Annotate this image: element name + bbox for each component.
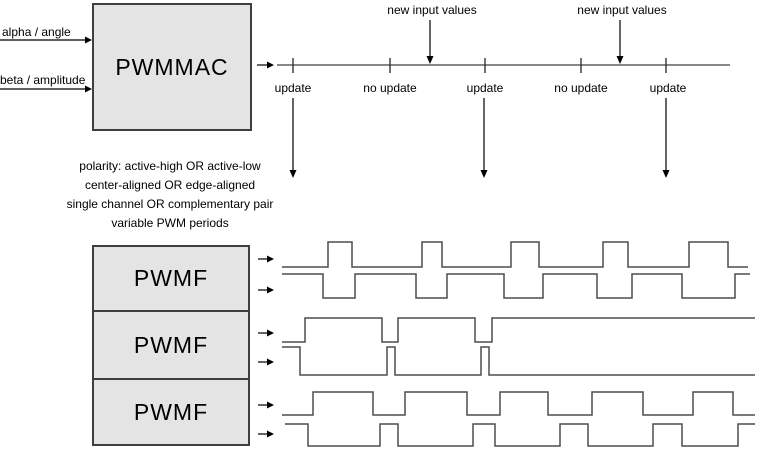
update-arrow-3-head-icon (662, 170, 670, 178)
input-label-alpha-angle: alpha / angle (2, 25, 71, 39)
pwmf2-out-arrow-a-head-icon (267, 329, 274, 337)
new-input-values-arrow-2-head-icon (616, 56, 624, 64)
pwmf-label-2: PWMF (133, 331, 209, 358)
pwmf3-out-arrow-a-head-icon (267, 401, 274, 409)
timeline-label-update-2: update (466, 81, 504, 95)
timeline-label-update-3: update (649, 81, 687, 95)
update-arrow-2-head-icon (480, 170, 488, 178)
pwmf2-waveform-a (282, 317, 755, 343)
pwmf-label-1: PWMF (133, 265, 209, 291)
pwmf-block-2: PWMF (92, 310, 250, 380)
pwmf-label-3: PWMF (133, 398, 209, 425)
timeline-label-update-1: update (274, 81, 312, 95)
pwmf1-waveform-b (282, 273, 750, 299)
pwmf3-out-arrow-b-head-icon (267, 430, 274, 438)
beta-input-arrow-head-icon (85, 85, 92, 93)
feature-polarity: polarity: active-high OR active-low (79, 159, 261, 173)
feature-channel-mode: single channel OR complementary pair (66, 197, 274, 211)
annotation-new-input-values-2: new input values (577, 3, 667, 17)
timeline-label-no-update-1: no update (363, 81, 417, 95)
pwmf2-out-arrow-b-head-icon (267, 358, 274, 366)
pwmmac-block: PWMMAC (92, 3, 252, 131)
new-input-values-arrow-1-head-icon (426, 56, 434, 64)
pwmf3-waveform-b (285, 423, 755, 447)
input-label-beta-amplitude: beta / amplitude (0, 73, 86, 87)
pwm-feature-list: polarity: active-high OR active-low cent… (30, 157, 310, 233)
feature-alignment: center-aligned OR edge-aligned (84, 178, 256, 192)
timeline-label-no-update-2: no update (554, 81, 608, 95)
pwmf-block-1: PWMF (92, 245, 250, 312)
annotation-new-input-values-1: new input values (387, 3, 477, 17)
pwmf1-waveform-a (282, 241, 748, 268)
pwmf1-out-arrow-a-head-icon (267, 255, 274, 263)
pwmmac-label: PWMMAC (115, 53, 229, 80)
pwmf3-waveform-a (282, 391, 755, 416)
pwmmac-out-arrow-head-icon (267, 61, 274, 69)
pwmf1-out-arrow-b-head-icon (267, 286, 274, 294)
feature-variable-periods: variable PWM periods (111, 216, 229, 230)
pwmf2-waveform-b (282, 346, 755, 376)
alpha-input-arrow-head-icon (85, 36, 92, 44)
pwmf-block-3: PWMF (92, 378, 250, 446)
